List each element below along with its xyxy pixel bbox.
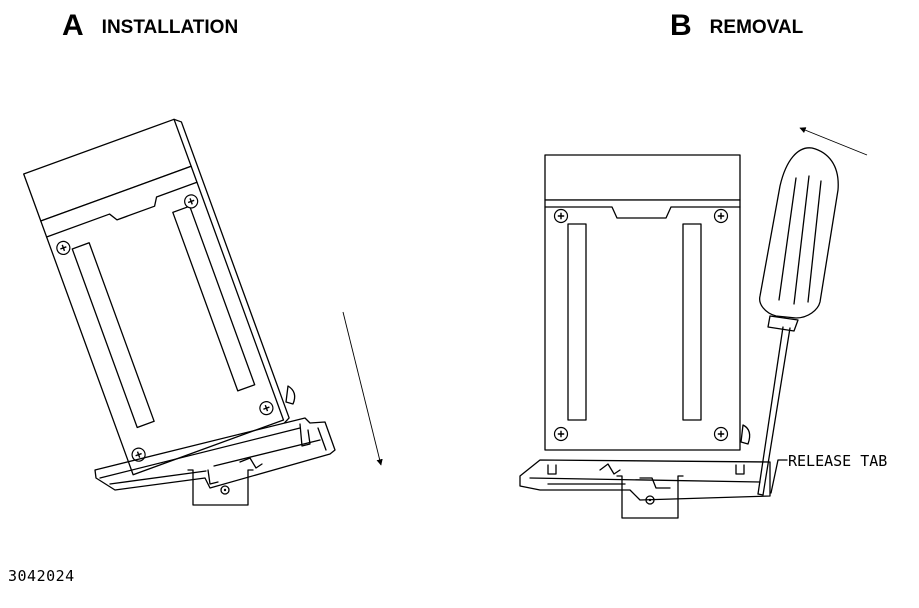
upright-module: [544, 154, 741, 451]
screwdriver: [757, 147, 839, 496]
screw-icon: [713, 426, 729, 442]
removal-illustration: RELEASE TAB: [519, 127, 887, 519]
removal-direction-arrow: [799, 127, 868, 156]
panel-a-heading: A INSTALLATION: [62, 6, 238, 43]
din-rail: [187, 469, 254, 506]
panel-b-letter: B: [670, 9, 692, 42]
panel-b-heading: B REMOVAL: [670, 6, 803, 43]
tilted-base: [94, 417, 336, 495]
insertion-direction-arrow: [342, 311, 383, 466]
panel-a-letter: A: [62, 9, 84, 42]
side-knob: [285, 385, 296, 405]
upright-base: [519, 459, 771, 505]
release-tab-label: RELEASE TAB: [788, 452, 887, 470]
release-tab-callout: RELEASE TAB: [770, 452, 887, 494]
installation-illustration: [23, 118, 383, 506]
figure-number: 3042024: [8, 567, 75, 585]
panel-b-title: REMOVAL: [709, 17, 804, 38]
screw-icon: [553, 426, 569, 442]
tilted-module: [23, 118, 290, 476]
screw-icon: [713, 208, 729, 224]
din-rail: [616, 475, 684, 519]
screw-icon: [553, 208, 569, 224]
panel-a-title: INSTALLATION: [101, 17, 239, 38]
side-knob: [740, 424, 751, 445]
